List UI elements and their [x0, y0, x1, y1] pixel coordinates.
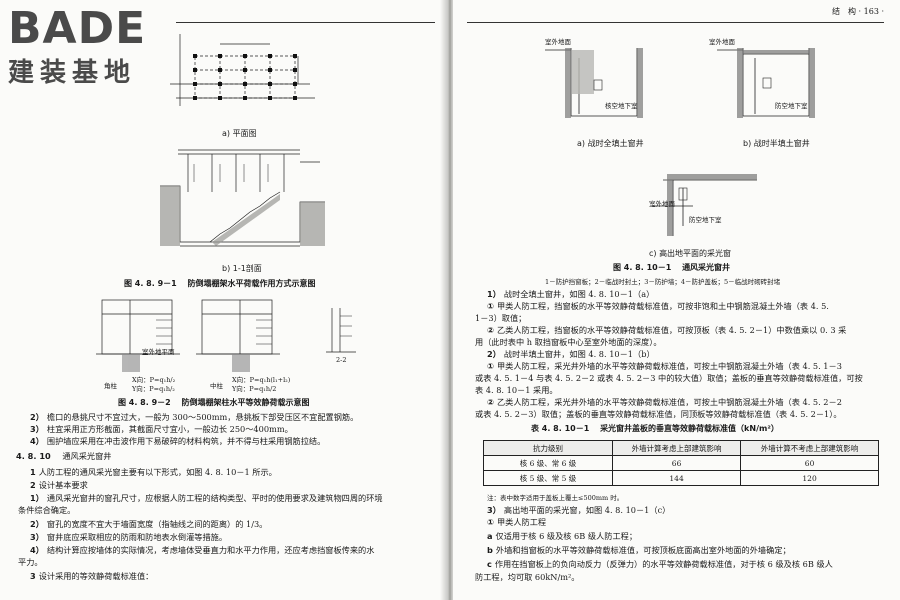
fig-c-ground-label: 室外地面 [649, 200, 675, 208]
left-item-6: 4）结构计算应按墙体的实际情况，考虑墙体受垂直力和水平力作用，还应考虑挡窗板传来… [30, 545, 375, 555]
load-table: 抗力级别 外墙计算考虑上部建筑影响 外墙计算不考虑上部建筑影响 核 6 级、常 … [483, 440, 879, 486]
right-para-3-cont: 用（此时表中 h 取挡窗板中心至室外地面的深度）。 [475, 337, 662, 347]
table-title-text: 采光窗井盖板的垂直等效静荷载标准值（kN/m²） [600, 424, 779, 433]
right-fig-caption-number: 图 4. 8. 10－1 [613, 263, 672, 272]
fig-c-room-label: 防空地下室 [689, 216, 722, 224]
fig-b-ground-label: 室外地面 [709, 38, 735, 46]
column-load-diagram [96, 299, 356, 372]
table-header-row: 抗力级别 外墙计算考虑上部建筑影响 外墙计算不考虑上部建筑影响 [483, 440, 879, 456]
fig-a-room-label: 核空地下室 [605, 102, 638, 110]
right-para-1: 1）战时全填土窗井，如图 4. 8. 10－1（a） [487, 289, 655, 299]
right-fig-legend: 1－防护挡窗板；2－临战时封土；3－防护墙；4－防护盖板；5－临战时砌砖封堵 [545, 278, 781, 286]
fig1-sub-b: b) 1-1剖面 [222, 264, 262, 273]
right-header-rule [467, 22, 884, 23]
table-title: 表 4. 8. 10－1 采光窗井盖板的垂直等效静荷载标准值（kN/m²） [531, 423, 779, 434]
fig2-caption-number: 图 4. 8. 9－2 [118, 398, 171, 407]
right-para2-1: 3）高出地平面的采光窗，如图 4. 8. 10－1（c） [487, 505, 671, 515]
window-well-b-diagram [717, 48, 815, 118]
fig2-floor-label: 室外地平面 [142, 348, 175, 356]
table-row: 核 6 级、常 6 级 66 60 [483, 455, 879, 471]
right-para-5-cont2: 表 4. 8. 10－1 采用。 [475, 385, 558, 395]
fig2-middle-y: Y向：P=q₁h/2 [232, 385, 277, 393]
right-para2-5-cont: 防工程，均可取 60kN/m²。 [475, 572, 580, 582]
watermark-text-latin: BADE [8, 3, 147, 54]
table-cell: 120 [740, 470, 879, 486]
window-well-a-diagram [545, 48, 643, 118]
fig2-middle-x: X向：P=q₁h(l₁+l₂) [232, 376, 291, 384]
fig2-corner-label: 角柱 [104, 382, 117, 390]
table-cell: 66 [611, 455, 742, 471]
fig2-caption: 图 4. 8. 9－2 防倒塌棚架柱水平等效静荷载示意图 [118, 397, 310, 408]
fig1-sub-a: a) 平面图 [222, 129, 257, 138]
left-item-3-cont: 条件综合确定。 [18, 505, 76, 515]
watermark-logo: BADE 建装基地 [6, 4, 176, 94]
fig-a-ground-label: 室外地面 [545, 38, 571, 46]
right-para-5-cont1: 或表 4. 5. 1－4 与表 4. 5. 2－2 或表 4. 5. 2－3 中… [475, 373, 863, 383]
right-para-4: 2）战时半填土窗井，如图 4. 8. 10－1（b） [487, 349, 655, 359]
fig2-section-label: 2-2 [336, 356, 347, 364]
right-running-header: 结 构 · 163 · [832, 7, 884, 16]
left-para-2: 3）柱宜采用正方形截面，其截面尺寸宜小，一般边长 250～400mm。 [30, 424, 293, 434]
section-title: 通风采光窗井 [62, 451, 112, 461]
fig-c-caption: c) 高出地平面的采光窗 [649, 249, 732, 258]
section-view-diagram [160, 149, 325, 247]
fig2-corner-x: X向：P=q₁h/₂ [132, 376, 176, 384]
table-header-cell: 外墙计算不考虑上部建筑影响 [740, 440, 879, 456]
left-item-6-cont: 平力。 [18, 557, 43, 567]
left-header-rule [10, 22, 435, 23]
left-item-4: 2）窗孔的宽度不宜大于墙面宽度（指轴线之间的距离）的 1/3。 [30, 519, 268, 529]
left-item-3: 1）通风采光窗井的窗孔尺寸，应根据人防工程的结构类型、平时的使用要求及建筑物四周… [30, 493, 383, 503]
fig1-caption: 图 4. 8. 9－1 防倒塌棚架水平荷载作用方式示意图 [124, 278, 316, 289]
left-para-1: 2）檐口的悬挑尺寸不宜过大，一般为 300～500mm，悬挑板下部受压区不宜配置… [30, 412, 359, 422]
table-cell: 60 [740, 455, 879, 471]
fig-a-caption: a) 战时全填土窗井 [577, 139, 644, 148]
right-para-2-cont: 1－3）取值； [475, 313, 527, 323]
window-well-c-diagram [653, 174, 757, 236]
table-header-cell: 外墙计算考虑上部建筑影响 [611, 440, 742, 456]
table-title-number: 表 4. 8. 10－1 [531, 424, 590, 433]
right-page: 结 构 · 163 · 室外地面 核空地下室 a) 战时全填土窗井 [453, 0, 900, 600]
right-para-6-cont: 或表 4. 5. 2－3）取值；盖板的垂直等效静荷载标准值，同顶板等效静荷载标准… [475, 409, 842, 419]
table-header-cell: 抗力级别 [483, 440, 613, 456]
fig1-caption-number: 图 4. 8. 9－1 [124, 279, 177, 288]
fig-b-room-label: 防空地下室 [775, 102, 808, 110]
fig1-caption-title: 防倒塌棚架水平荷载作用方式示意图 [187, 279, 316, 288]
table-cell: 144 [611, 470, 742, 486]
plan-view-diagram [170, 34, 315, 106]
fig2-corner-y: Y向：P=q₁h/₂ [132, 385, 175, 393]
table-note: 注：表中数字适用于盖板上覆土≤500mm 时。 [487, 494, 624, 502]
table-cell: 核 5 级、常 5 级 [483, 470, 613, 486]
right-fig-caption-title: 通风采光窗井 [682, 263, 731, 272]
fig2-middle-label: 中柱 [210, 382, 223, 390]
section-heading: 4. 8. 10 通风采光窗井 [16, 450, 111, 462]
left-item-5: 3）窗井底应采取相应的防雨和防地表水倒灌等措施。 [30, 532, 228, 542]
fig-b-caption: b) 战时半填土窗井 [743, 139, 810, 148]
fig2-caption-title: 防倒塌棚架柱水平等效静荷载示意图 [181, 398, 310, 407]
right-fig-caption: 图 4. 8. 10－1 通风采光窗井 [613, 262, 730, 273]
watermark-text-chinese: 建装基地 [8, 58, 137, 88]
left-para-3: 4）围护墙应采用在冲击波作用下易破碎的材料构筑，并不得与柱采用钢筋拉结。 [30, 436, 326, 446]
table-row: 核 5 级、常 5 级 144 120 [483, 470, 879, 486]
table-cell: 核 6 级、常 6 级 [483, 455, 613, 471]
left-page: · 162 · 平战结合人民防空工程设计指南 BADE 建装基地 [0, 0, 447, 600]
section-number: 4. 8. 10 [16, 451, 51, 461]
